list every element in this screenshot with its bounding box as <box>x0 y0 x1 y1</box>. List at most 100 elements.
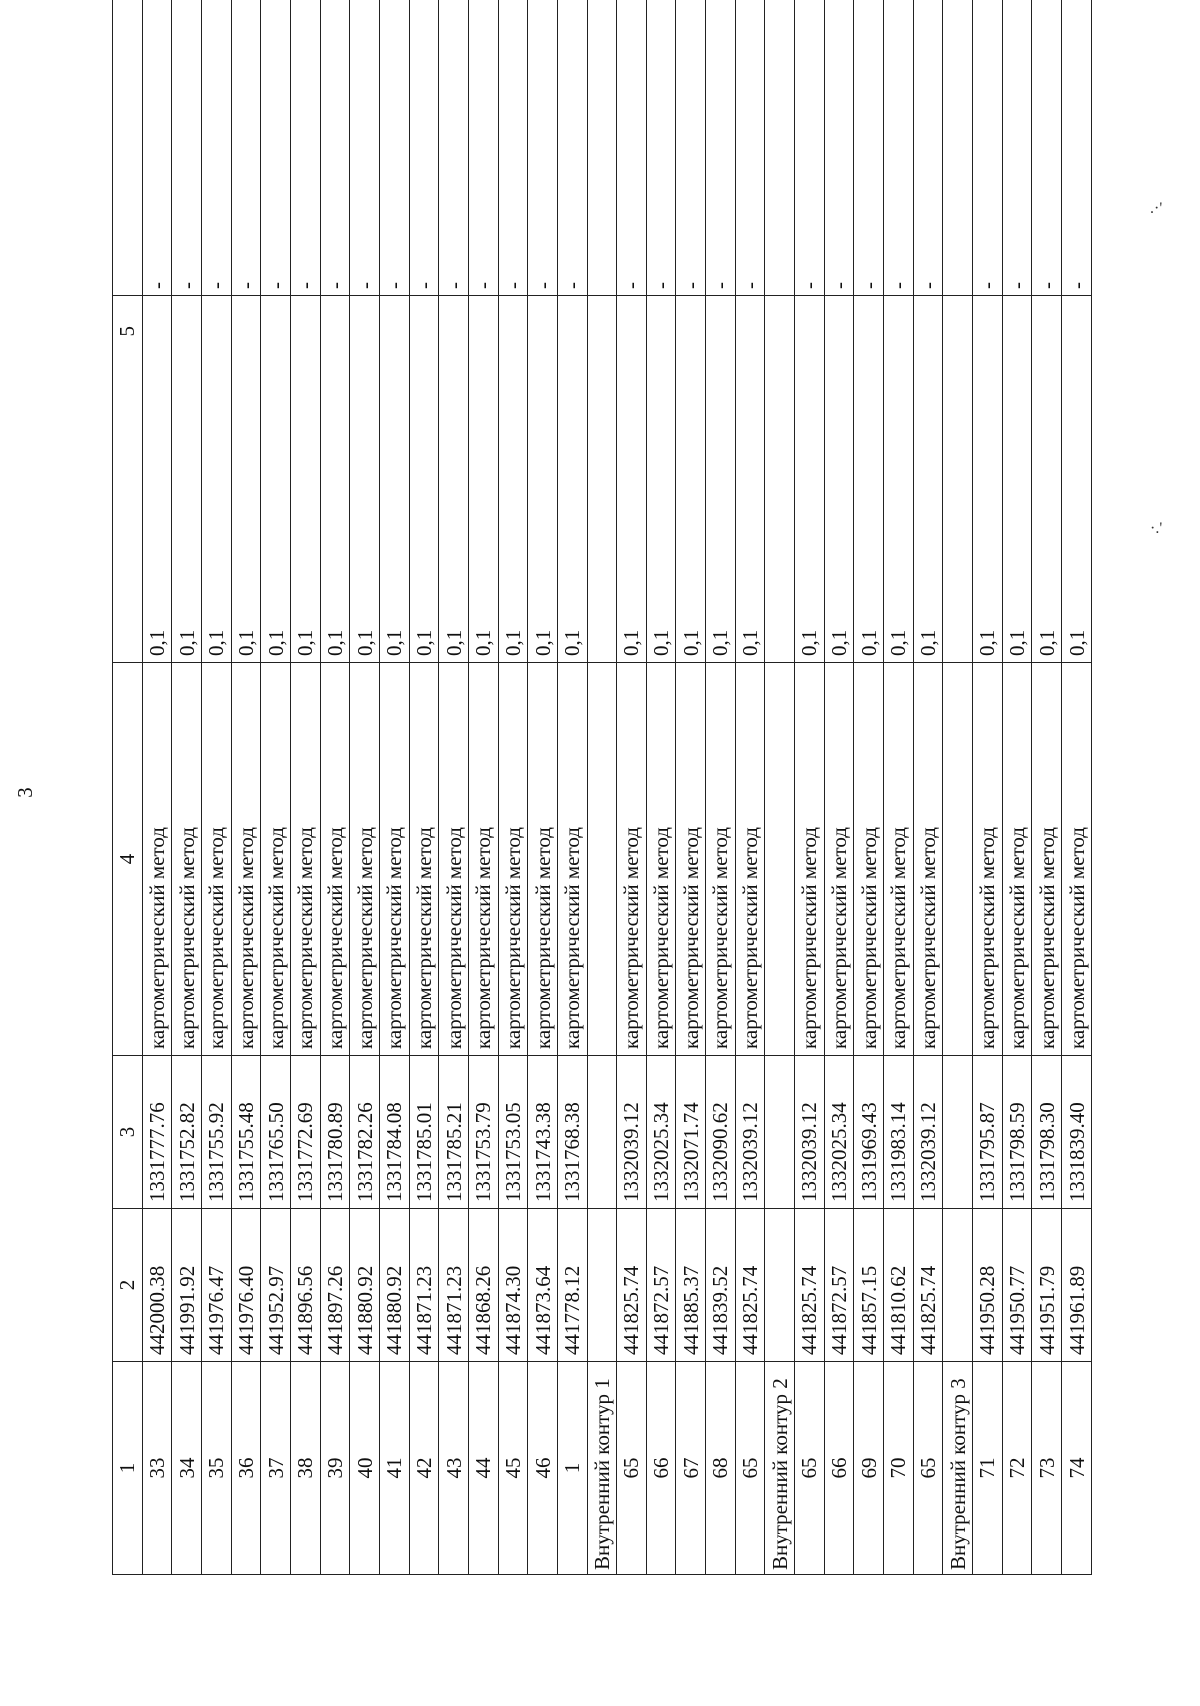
cell-point-number: 39 <box>320 1361 350 1575</box>
cell-point-number: 67 <box>675 1361 706 1575</box>
cell-accuracy: 0,1 <box>913 295 943 663</box>
cell-method: картометрический метод <box>290 662 321 1056</box>
cell-method: картометрический метод <box>735 662 765 1056</box>
cell-point-number: 43 <box>438 1361 469 1575</box>
cell-y-coordinate: 1331780.89 <box>320 1055 350 1209</box>
cell-y-coordinate: 1332039.12 <box>913 1055 943 1209</box>
cell-x-coordinate: 441871.23 <box>438 1208 469 1362</box>
column-header-method: 4 <box>112 662 143 1056</box>
cell-method: картометрический метод <box>468 662 499 1056</box>
cell-method: картометрический метод <box>260 662 291 1056</box>
cell-method: картометрический метод <box>498 662 528 1056</box>
cell-x-coordinate: 441874.30 <box>498 1208 528 1362</box>
cell-accuracy: 0,1 <box>794 295 825 663</box>
cell-y-coordinate: 1331752.82 <box>171 1055 202 1209</box>
cell-description: - <box>913 0 943 296</box>
section-row: Внутренний контур 1 <box>587 0 617 1575</box>
cell-point-number: 66 <box>824 1361 854 1575</box>
cell-description: - <box>171 0 202 296</box>
cell-description: - <box>320 0 350 296</box>
cell-description: - <box>794 0 825 296</box>
cell-x-coordinate: 441950.77 <box>1002 1208 1032 1362</box>
cell-y-coordinate: 1331798.30 <box>1031 1055 1062 1209</box>
cell-point-number: 41 <box>379 1361 410 1575</box>
cell-accuracy: 0,1 <box>675 295 706 663</box>
cell-method: картометрический метод <box>972 662 1003 1056</box>
column-header-x-coordinate: 2 <box>112 1208 143 1362</box>
cell-y-coordinate: 1332039.12 <box>794 1055 825 1209</box>
column-header-description: 6 <box>112 0 143 296</box>
cell-y-coordinate <box>587 1055 617 1209</box>
cell-description: - <box>675 0 706 296</box>
cell-accuracy <box>764 295 795 663</box>
cell-x-coordinate: 441880.92 <box>349 1208 380 1362</box>
cell-description: - <box>824 0 854 296</box>
cell-accuracy: 0,1 <box>438 295 469 663</box>
cell-accuracy: 0,1 <box>231 295 261 663</box>
cell-point-number: 72 <box>1002 1361 1032 1575</box>
cell-y-coordinate: 1331784.08 <box>379 1055 410 1209</box>
cell-y-coordinate: 1332090.62 <box>705 1055 736 1209</box>
column-header-point-number: 1 <box>112 1361 143 1575</box>
cell-accuracy: 0,1 <box>1031 295 1062 663</box>
cell-x-coordinate: 441896.56 <box>290 1208 321 1362</box>
cell-accuracy: 0,1 <box>735 295 765 663</box>
cell-y-coordinate: 1331768.38 <box>557 1055 587 1209</box>
cell-x-coordinate: 441951.79 <box>1031 1208 1062 1362</box>
cell-x-coordinate: 442000.38 <box>142 1208 172 1362</box>
cell-point-number: 66 <box>646 1361 676 1575</box>
cell-description <box>764 0 795 296</box>
cell-point-number: 38 <box>290 1361 321 1575</box>
cell-y-coordinate <box>764 1055 795 1209</box>
section-row: Внутренний контур 3 <box>942 0 973 1575</box>
cell-point-number: 33 <box>142 1361 172 1575</box>
cell-x-coordinate: 441872.57 <box>824 1208 854 1362</box>
cell-description: - <box>527 0 558 296</box>
cell-y-coordinate: 1332039.12 <box>735 1055 765 1209</box>
cell-y-coordinate: 1331753.05 <box>498 1055 528 1209</box>
cell-description: - <box>290 0 321 296</box>
cell-accuracy: 0,1 <box>1061 295 1092 663</box>
cell-x-coordinate: 441961.89 <box>1061 1208 1092 1362</box>
cell-description <box>942 0 973 296</box>
cell-y-coordinate: 1331753.79 <box>468 1055 499 1209</box>
cell-x-coordinate: 441880.92 <box>379 1208 410 1362</box>
cell-y-coordinate <box>942 1055 973 1209</box>
cell-x-coordinate: 441825.74 <box>913 1208 943 1362</box>
cell-method: картометрический метод <box>1061 662 1092 1056</box>
cell-method: картометрический метод <box>320 662 350 1056</box>
cell-method: картометрический метод <box>913 662 943 1056</box>
cell-method: картометрический метод <box>171 662 202 1056</box>
cell-x-coordinate: 441868.26 <box>468 1208 499 1362</box>
cell-method: картометрический метод <box>527 662 558 1056</box>
cell-x-coordinate: 441871.23 <box>409 1208 439 1362</box>
cell-point-number: 42 <box>409 1361 439 1575</box>
cell-description: - <box>438 0 469 296</box>
cell-description: - <box>379 0 410 296</box>
cell-accuracy: 0,1 <box>527 295 558 663</box>
cell-description: - <box>142 0 172 296</box>
cell-accuracy: 0,1 <box>824 295 854 663</box>
cell-accuracy: 0,1 <box>201 295 232 663</box>
cell-x-coordinate: 441976.40 <box>231 1208 261 1362</box>
cell-accuracy <box>942 295 973 663</box>
cell-point-number: 65 <box>735 1361 765 1575</box>
column-header-y-coordinate: 3 <box>112 1055 143 1209</box>
cell-x-coordinate: 441857.15 <box>853 1208 884 1362</box>
cell-point-number: 1 <box>557 1361 587 1575</box>
cell-description: - <box>705 0 736 296</box>
cell-accuracy: 0,1 <box>320 295 350 663</box>
